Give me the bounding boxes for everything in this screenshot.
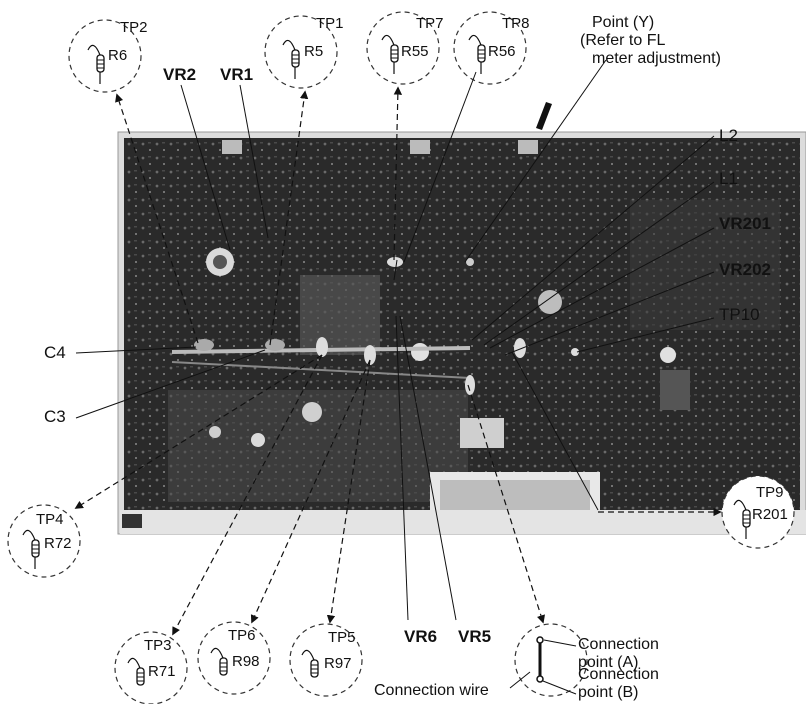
leader-lines	[75, 59, 715, 621]
c3-label: C3	[44, 407, 66, 426]
callout-tp3: TP3 R71	[114, 631, 188, 704]
circuit-board-photo	[117, 102, 806, 535]
tp6-label: TP6	[228, 627, 256, 644]
l2-label: L2	[719, 126, 738, 145]
resistor-icon	[733, 499, 751, 539]
connection-point-b-line1: Connection	[578, 666, 659, 683]
tp1-label: TP1	[316, 15, 344, 32]
resistor-icon	[127, 657, 145, 686]
r71-label: R71	[148, 663, 176, 680]
callout-tp6: TP6 R98	[197, 621, 271, 695]
tp10-label: TP10	[719, 305, 760, 324]
callout-tp8: TP8 R56	[453, 11, 530, 85]
r98-label: R98	[232, 653, 260, 670]
resistor-icon	[282, 39, 300, 79]
vr201-label: VR201	[719, 214, 771, 233]
r6-label: R6	[108, 47, 127, 64]
callout-tp1: TP1 R5	[264, 15, 344, 89]
tp7-label: TP7	[416, 15, 444, 32]
connection-detail-callout	[509, 623, 588, 697]
callout-tp7: TP7 R55	[366, 11, 444, 85]
vr1-label: VR1	[220, 65, 254, 84]
resistor-icon	[210, 647, 228, 676]
resistor-icon	[87, 44, 105, 84]
r97-label: R97	[324, 655, 352, 672]
callout-tp4: TP4 R72	[7, 504, 81, 578]
tp2-label: TP2	[120, 19, 148, 36]
r56-label: R56	[488, 43, 516, 60]
point-y-line3: meter adjustment)	[592, 50, 721, 67]
r72-label: R72	[44, 535, 72, 552]
r201-label: R201	[752, 506, 788, 523]
vr6-label: VR6	[404, 627, 438, 646]
resistor-icon	[468, 34, 486, 74]
resistor-icon	[22, 529, 40, 569]
connection-point-a-line1: Connection	[578, 636, 659, 653]
vr5-label: VR5	[458, 627, 492, 646]
tp5-label: TP5	[328, 629, 356, 646]
tp4-label: TP4	[36, 511, 64, 528]
point-y-line1: Point (Y)	[592, 14, 655, 31]
tp3-label: TP3	[144, 637, 172, 654]
callout-tp5: TP5 R97	[289, 623, 363, 697]
connection-point-b-line2: point (B)	[578, 684, 639, 701]
tp9-label: TP9	[756, 484, 784, 501]
r5-label: R5	[304, 43, 323, 60]
callout-tp9: TP9 R201	[721, 475, 795, 549]
resistor-icon	[381, 34, 399, 74]
connection-point-a-line2: point (A)	[578, 654, 639, 671]
vr202-label: VR202	[719, 260, 771, 279]
callout-tp2: TP2 R6	[68, 19, 148, 93]
c4-label: C4	[44, 343, 66, 362]
dashed-arrows	[74, 86, 722, 636]
connection-wire-label: Connection wire	[374, 682, 489, 699]
point-y-line2: (Refer to FL	[580, 32, 666, 49]
r55-label: R55	[401, 43, 429, 60]
l1-label: L1	[719, 169, 738, 188]
resistor-icon	[301, 649, 319, 678]
vr2-label: VR2	[163, 65, 197, 84]
tp8-label: TP8	[502, 15, 530, 32]
